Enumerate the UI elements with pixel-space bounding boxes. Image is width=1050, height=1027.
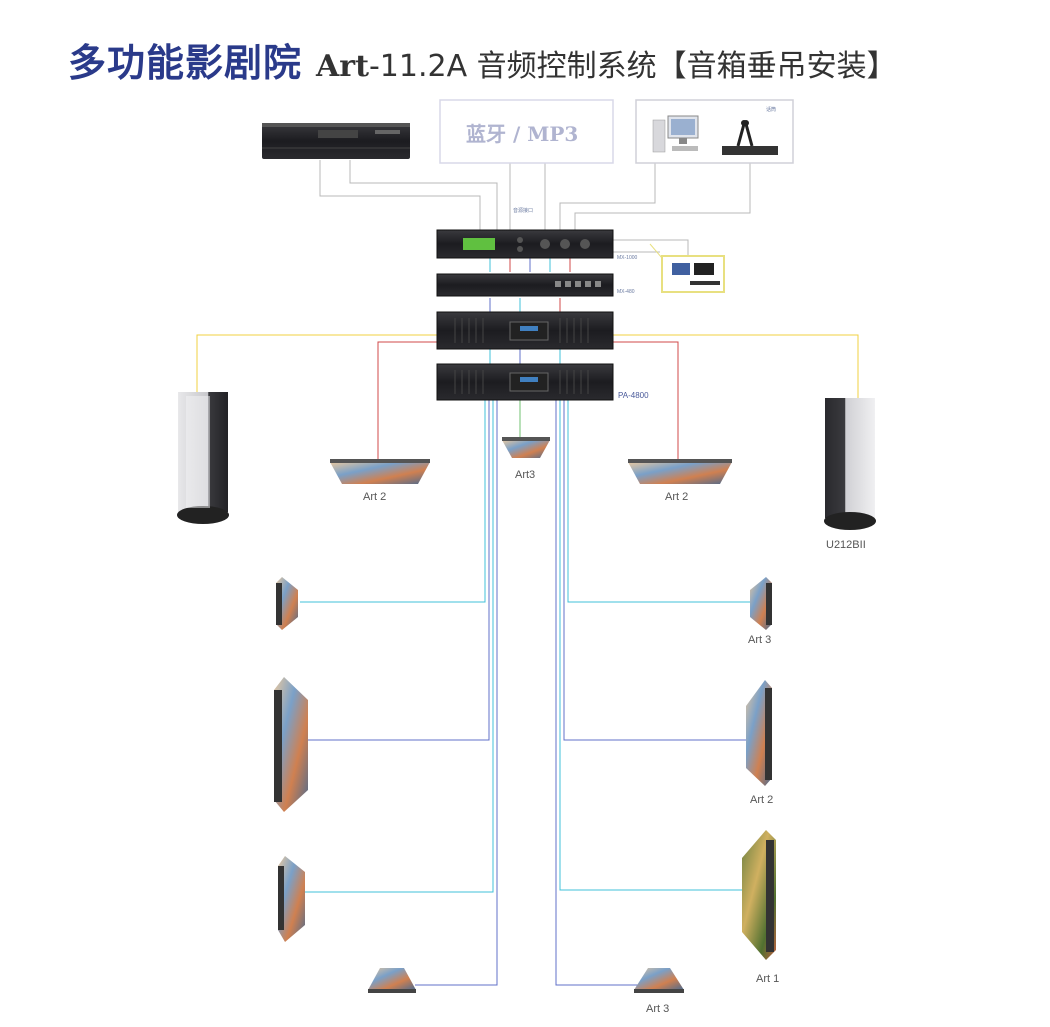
processor-unit: [436, 229, 614, 259]
speaker-cables: [196, 258, 859, 986]
pc-mic-box: 话筒: [635, 99, 794, 164]
title-rest: -11.2A 音频控制系统【音箱垂吊安装】: [368, 49, 897, 84]
page-title: 多功能影剧院 Art-11.2A 音频控制系统【音箱垂吊安装】: [68, 32, 897, 88]
sub-right-label: U212BII: [826, 539, 866, 551]
art1-right-label: Art 1: [756, 973, 779, 985]
art3-center-label: Art3: [515, 469, 535, 481]
tower-speaker-left: [177, 392, 229, 524]
amplifier-bottom: [436, 363, 614, 401]
art3-bottom-label: Art 3: [646, 1003, 669, 1015]
source-input-label: 音源接口: [513, 207, 533, 214]
floor-speaker-left: [368, 968, 416, 993]
wall-speaker-left-2: [274, 677, 308, 812]
processor-label: MX-1000: [617, 255, 638, 261]
art2-left-label: Art 2: [363, 491, 386, 503]
art3-right-label: Art 3: [748, 634, 771, 646]
title-model: Art: [316, 49, 369, 84]
amplifier-label: PA-4800: [618, 391, 649, 400]
bluray-player: [262, 123, 410, 159]
wall-speaker-right-1: [750, 577, 772, 630]
bluetooth-mp3-label: 蓝牙 / MP3: [466, 122, 578, 146]
floor-speaker-right: [634, 968, 684, 993]
touch-control-box: [649, 243, 725, 293]
art2-ceiling-left: [330, 459, 430, 484]
art2-right-mid-label: Art 2: [750, 794, 773, 806]
source-cables: [319, 160, 751, 258]
art2-ceiling-right: [628, 459, 732, 484]
wall-speaker-left-3: [278, 856, 305, 942]
wall-speaker-left-1: [276, 577, 298, 630]
art2-right-label: Art 2: [665, 491, 688, 503]
tower-speaker-right: [824, 398, 876, 530]
pc-mic-label: 话筒: [766, 106, 776, 113]
wall-speaker-right-3: [742, 830, 776, 960]
mixer-unit: [436, 273, 614, 297]
title-main: 多功能影剧院: [68, 40, 303, 85]
wall-speaker-right-2: [746, 680, 772, 786]
amplifier-top: [436, 311, 614, 350]
art3-center: [502, 437, 550, 458]
mixer-label: MX-480: [617, 289, 635, 295]
bluetooth-mp3-box: 蓝牙 / MP3: [439, 99, 614, 164]
